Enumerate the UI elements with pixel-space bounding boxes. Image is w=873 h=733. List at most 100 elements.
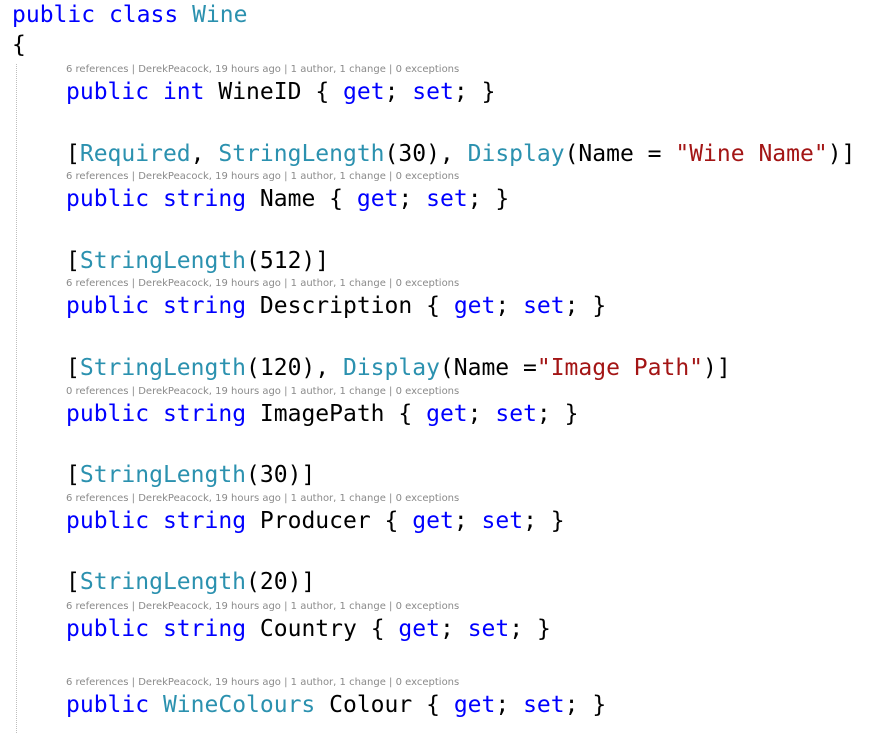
codelens-separator: | bbox=[385, 386, 396, 397]
attribute-line-name[interactable]: [Required, StringLength(30), Display(Nam… bbox=[66, 140, 855, 168]
codelens-producer: 6 references | DerekPeacock, 19 hours ag… bbox=[66, 493, 459, 505]
keyword-public: public bbox=[66, 293, 150, 319]
property-colour-line[interactable]: public WineColours Colour { get; set; } bbox=[66, 691, 606, 719]
property-description-line[interactable]: public string Description { get; set; } bbox=[66, 292, 606, 320]
string-literal: "Wine Name" bbox=[675, 141, 828, 167]
semicolon: ; bbox=[495, 293, 510, 319]
codelens-exceptions[interactable]: 0 exceptions bbox=[395, 64, 460, 75]
codelens-author[interactable]: DerekPeacock, 19 hours ago bbox=[138, 601, 281, 612]
codelens-exceptions[interactable]: 0 exceptions bbox=[395, 171, 460, 182]
brace: } bbox=[550, 508, 565, 534]
keyword-class: class bbox=[108, 2, 179, 28]
string-literal: "Image Path" bbox=[536, 355, 704, 381]
attribute-line-imagepath[interactable]: [StringLength(120), Display(Name ="Image… bbox=[66, 354, 731, 382]
brace: } bbox=[495, 186, 510, 212]
codelens-references[interactable]: 6 references bbox=[66, 493, 129, 504]
codelens-separator: | bbox=[128, 601, 139, 612]
attribute-args: (30) bbox=[246, 462, 302, 488]
codelens-changes[interactable]: 1 author, 1 change bbox=[290, 278, 386, 289]
codelens-exceptions[interactable]: 0 exceptions bbox=[395, 493, 460, 504]
brace: { bbox=[329, 186, 344, 212]
attribute-args: (120), bbox=[246, 355, 330, 381]
property-producer-line[interactable]: public string Producer { get; set; } bbox=[66, 507, 565, 535]
codelens-changes[interactable]: 1 author, 1 change bbox=[290, 677, 386, 688]
codelens-author[interactable]: DerekPeacock, 19 hours ago bbox=[138, 278, 281, 289]
codelens-references[interactable]: 0 references bbox=[66, 386, 129, 397]
semicolon: ; bbox=[439, 616, 454, 642]
attribute-args: (Name = bbox=[564, 141, 676, 167]
property-name-line[interactable]: public string Name { get; set; } bbox=[66, 185, 509, 213]
codelens-imagepath: 0 references | DerekPeacock, 19 hours ag… bbox=[66, 386, 459, 398]
property-wineid-line[interactable]: public int WineID { get; set; } bbox=[66, 78, 495, 106]
attribute-line-description[interactable]: [StringLength(512)] bbox=[66, 247, 329, 275]
codelens-references[interactable]: 6 references bbox=[66, 278, 129, 289]
codelens-author[interactable]: DerekPeacock, 19 hours ago bbox=[138, 677, 281, 688]
codelens-separator: | bbox=[128, 171, 139, 182]
attribute-required: Required bbox=[79, 141, 191, 167]
brace: { bbox=[426, 293, 440, 319]
attribute-args: (20) bbox=[246, 569, 302, 595]
codelens-author[interactable]: DerekPeacock, 19 hours ago bbox=[138, 386, 281, 397]
property-country-line[interactable]: public string Country { get; set; } bbox=[66, 615, 551, 643]
keyword-public: public bbox=[66, 79, 150, 105]
codelens-changes[interactable]: 1 author, 1 change bbox=[290, 171, 386, 182]
codelens-references[interactable]: 6 references bbox=[66, 64, 129, 75]
property-name: WineID bbox=[218, 79, 302, 105]
codelens-changes[interactable]: 1 author, 1 change bbox=[290, 493, 386, 504]
semicolon: ; bbox=[467, 186, 482, 212]
codelens-changes[interactable]: 1 author, 1 change bbox=[290, 386, 386, 397]
attribute-args: (30), bbox=[384, 141, 454, 167]
bracket: [ bbox=[66, 141, 80, 167]
property-name: Producer bbox=[259, 508, 371, 534]
property-name: Colour bbox=[329, 692, 413, 718]
property-type: string bbox=[162, 616, 247, 642]
semicolon: ; bbox=[523, 508, 537, 534]
codelens-separator: | bbox=[280, 601, 291, 612]
bracket: ] bbox=[315, 248, 330, 274]
keyword-get: get bbox=[453, 293, 496, 319]
codelens-exceptions[interactable]: 0 exceptions bbox=[395, 278, 460, 289]
codelens-exceptions[interactable]: 0 exceptions bbox=[395, 601, 460, 612]
keyword-get: get bbox=[398, 616, 440, 642]
codelens-separator: | bbox=[128, 386, 139, 397]
semicolon: ; bbox=[564, 692, 579, 718]
semicolon: ; bbox=[398, 186, 413, 212]
semicolon: ; bbox=[453, 79, 468, 105]
codelens-changes[interactable]: 1 author, 1 change bbox=[290, 64, 386, 75]
semicolon: ; bbox=[384, 79, 399, 105]
codelens-author[interactable]: DerekPeacock, 19 hours ago bbox=[138, 493, 281, 504]
codelens-separator: | bbox=[128, 493, 139, 504]
brace: } bbox=[536, 616, 551, 642]
property-name: Name bbox=[259, 186, 316, 212]
property-name: ImagePath bbox=[259, 401, 385, 427]
codelens-separator: | bbox=[385, 677, 396, 688]
indent-guide bbox=[16, 64, 17, 733]
class-declaration-line[interactable]: public class Wine bbox=[12, 1, 247, 29]
open-brace-line[interactable]: { bbox=[12, 31, 26, 59]
codelens-references[interactable]: 6 references bbox=[66, 677, 129, 688]
keyword-set: set bbox=[467, 616, 510, 642]
attribute-stringlength: StringLength bbox=[79, 248, 247, 274]
open-brace: { bbox=[12, 32, 26, 58]
codelens-exceptions[interactable]: 0 exceptions bbox=[395, 386, 460, 397]
attribute-line-country[interactable]: [StringLength(20)] bbox=[66, 568, 315, 596]
keyword-public: public bbox=[66, 508, 150, 534]
codelens-changes[interactable]: 1 author, 1 change bbox=[290, 601, 386, 612]
codelens-separator: | bbox=[280, 278, 291, 289]
codelens-author[interactable]: DerekPeacock, 19 hours ago bbox=[138, 64, 281, 75]
codelens-exceptions[interactable]: 0 exceptions bbox=[395, 677, 460, 688]
codelens-references[interactable]: 6 references bbox=[66, 601, 129, 612]
property-imagepath-line[interactable]: public string ImagePath { get; set; } bbox=[66, 400, 579, 428]
brace: } bbox=[592, 293, 607, 319]
keyword-set: set bbox=[523, 293, 565, 319]
property-type: string bbox=[162, 401, 247, 427]
codelens-references[interactable]: 6 references bbox=[66, 171, 129, 182]
keyword-set: set bbox=[412, 79, 454, 105]
keyword-set: set bbox=[495, 401, 537, 427]
codelens-separator: | bbox=[128, 64, 139, 75]
semicolon: ; bbox=[495, 692, 510, 718]
codelens-country: 6 references | DerekPeacock, 19 hours ag… bbox=[66, 601, 459, 613]
codelens-author[interactable]: DerekPeacock, 19 hours ago bbox=[138, 171, 281, 182]
attribute-line-producer[interactable]: [StringLength(30)] bbox=[66, 461, 315, 489]
